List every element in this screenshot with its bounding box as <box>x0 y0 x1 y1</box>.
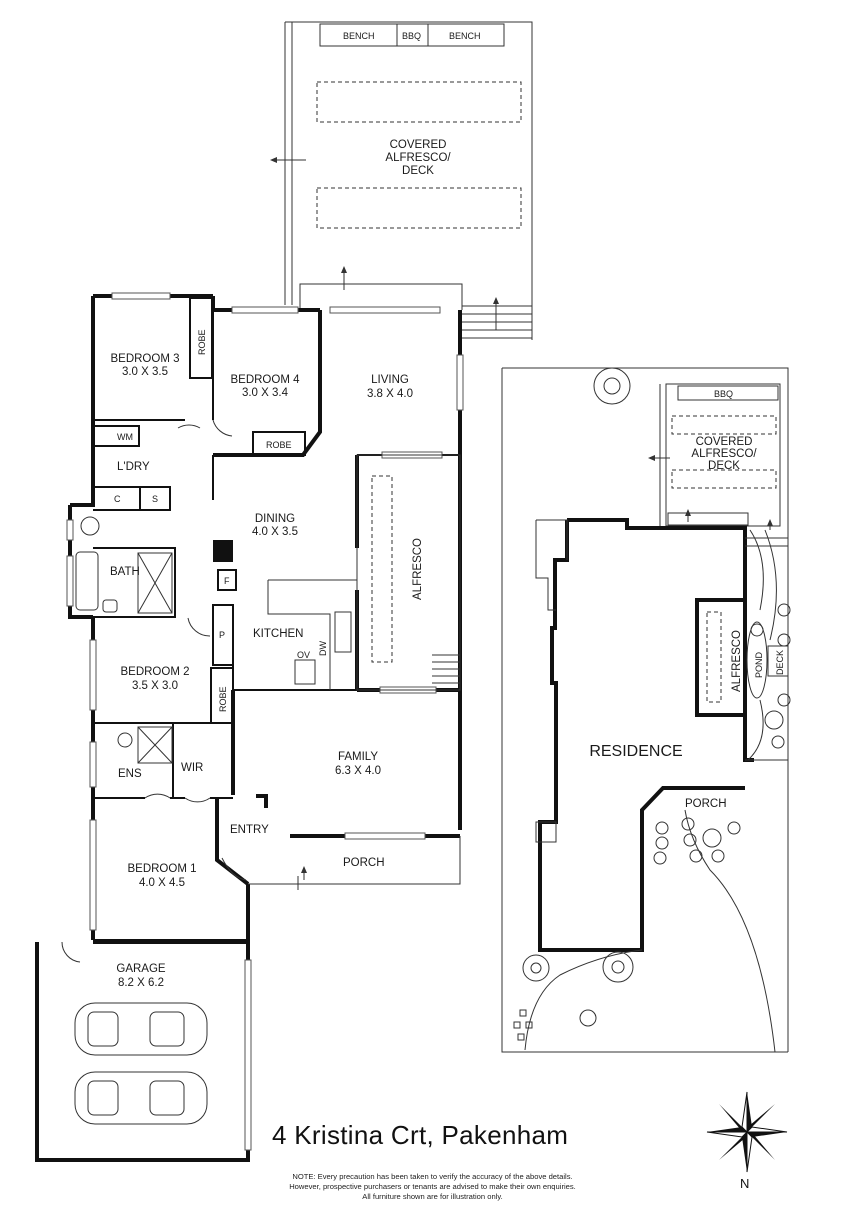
house-walls <box>35 292 464 1162</box>
disclaimer-line-1: NOTE: Every precaution has been taken to… <box>292 1172 573 1181</box>
property-address: 4 Kristina Crt, Pakenham <box>272 1120 569 1150</box>
family-name: FAMILY <box>338 751 378 763</box>
ens-label: ENS <box>118 768 142 780</box>
bedroom2-name: BEDROOM 2 <box>120 666 189 678</box>
bath-label: BATH <box>110 566 140 578</box>
ov-label: OV <box>297 650 310 660</box>
site-covered-alfresco-1: COVERED <box>696 436 753 448</box>
porch-label: PORCH <box>343 857 385 869</box>
garage-size: 8.2 X 6.2 <box>118 977 164 989</box>
p-label: P <box>219 630 225 640</box>
living-size: 3.8 X 4.0 <box>367 388 413 400</box>
shrub-icon <box>653 603 791 865</box>
covered-alfresco-label-1: COVERED <box>390 139 447 151</box>
c-label: C <box>114 494 121 504</box>
floor-plan: BENCH BBQ BENCH COVERED ALFRESCO/ DECK B… <box>35 21 533 1162</box>
tree-icon <box>579 1009 597 1027</box>
entry-label: ENTRY <box>230 824 269 836</box>
site-deck-label: DECK <box>775 650 785 675</box>
s-label: S <box>152 494 158 504</box>
stepping-stones <box>513 1009 533 1041</box>
robe3-label: ROBE <box>218 686 228 712</box>
laundry-label: L'DRY <box>117 461 150 473</box>
disclaimer-line-2: However, prospective purchasers or tenan… <box>289 1182 576 1191</box>
site-pond-label: POND <box>754 651 764 678</box>
robe2-label: ROBE <box>266 440 292 450</box>
site-plan: BBQ COVERED ALFRESCO/ DECK ALFRESCO POND… <box>501 367 791 1053</box>
tree-icon <box>593 367 631 405</box>
floor-plan-labels: BENCH BBQ BENCH COVERED ALFRESCO/ DECK B… <box>110 31 481 989</box>
kitchen-label: KITCHEN <box>253 628 303 640</box>
bbq-label: BBQ <box>402 31 421 41</box>
tree-icon <box>602 951 634 983</box>
bedroom4-name: BEDROOM 4 <box>230 374 300 386</box>
site-covered-alfresco-3: DECK <box>708 460 740 472</box>
site-bbq-label: BBQ <box>714 389 733 399</box>
bedroom4-size: 3.0 X 3.4 <box>242 387 289 399</box>
car-icon <box>74 1071 208 1125</box>
wm-label: WM <box>117 432 133 442</box>
dw-label: DW <box>318 641 328 656</box>
compass-north-label: N <box>740 1176 750 1191</box>
car-icon <box>74 1002 208 1056</box>
bedroom3-size: 3.0 X 3.5 <box>122 366 168 378</box>
disclaimer-line-3: All furniture shown are for illustration… <box>362 1192 503 1201</box>
bedroom1-size: 4.0 X 4.5 <box>139 877 185 889</box>
site-porch-label: PORCH <box>685 798 727 810</box>
wir-label: WIR <box>181 762 203 774</box>
tree-icon <box>522 954 550 982</box>
bench-right-label: BENCH <box>449 31 481 41</box>
family-size: 6.3 X 4.0 <box>335 765 381 777</box>
bench-left-label: BENCH <box>343 31 375 41</box>
bedroom1-name: BEDROOM 1 <box>127 863 196 875</box>
dining-size: 4.0 X 3.5 <box>252 526 298 538</box>
disclaimer-note: NOTE: Every precaution has been taken to… <box>255 1172 610 1202</box>
f-label: F <box>224 576 230 586</box>
covered-alfresco-label-2: ALFRESCO/ <box>385 152 451 164</box>
covered-alfresco-label-3: DECK <box>402 165 434 177</box>
site-alfresco-label: ALFRESCO <box>731 630 743 692</box>
bedroom2-size: 3.5 X 3.0 <box>132 680 178 692</box>
robe1-label: ROBE <box>197 329 207 355</box>
dining-name: DINING <box>255 513 295 525</box>
living-name: LIVING <box>371 374 409 386</box>
alfresco-label: ALFRESCO <box>412 538 424 600</box>
site-covered-alfresco-2: ALFRESCO/ <box>691 448 757 460</box>
bedroom3-name: BEDROOM 3 <box>110 353 179 365</box>
residence-label: RESIDENCE <box>589 743 682 760</box>
garage-name: GARAGE <box>116 963 166 975</box>
compass-rose-icon <box>706 1091 788 1173</box>
covered-alfresco-structure <box>270 21 533 340</box>
